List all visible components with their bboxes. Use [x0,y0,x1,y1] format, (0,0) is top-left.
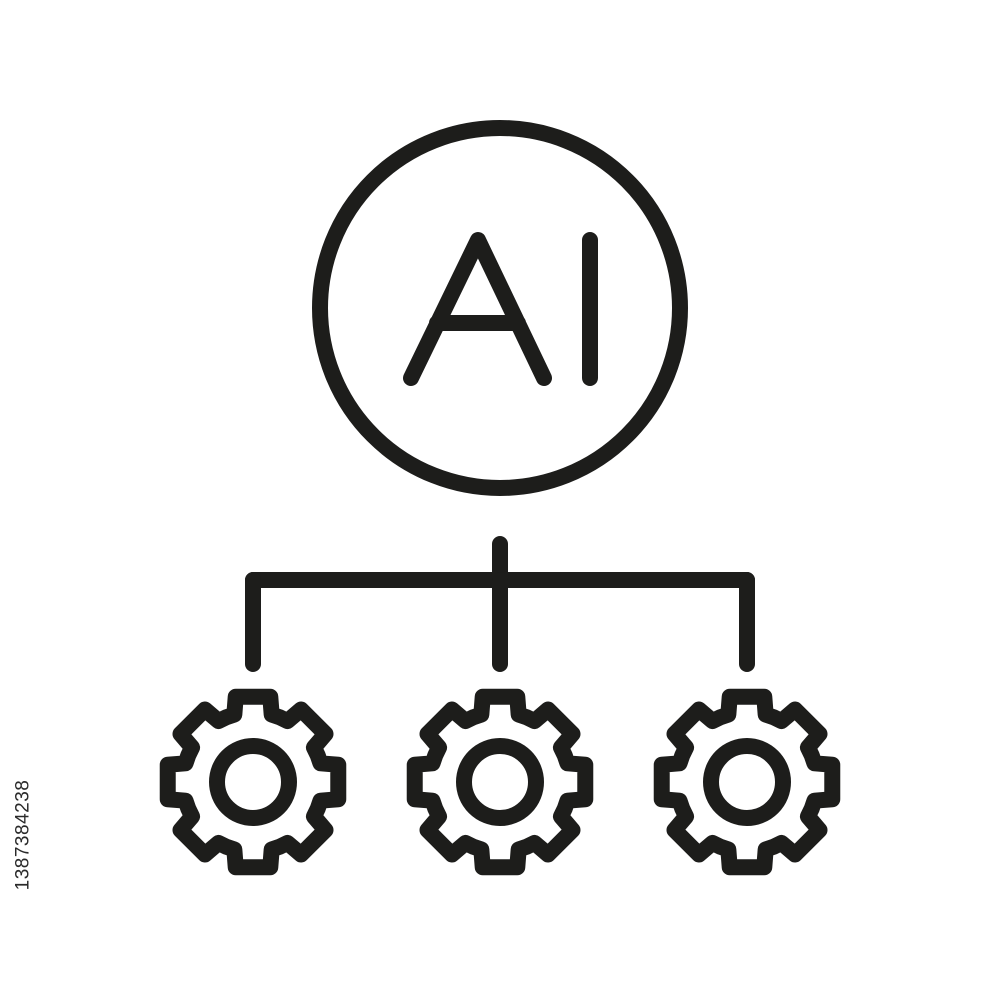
stock-id-text: 1387384238 [12,779,34,891]
gear-outline [406,688,594,876]
gear-hub [703,738,791,826]
gear-outline [653,688,841,876]
gear-hub [456,738,544,826]
ai-circle [312,120,688,496]
gear-icon [406,688,594,876]
ai-lettering [403,232,598,386]
gear-outline [159,688,347,876]
letter-a [403,232,552,386]
connector-lines [245,536,755,672]
stock-id-watermark: 1387384238 [8,750,38,920]
gear-hub [209,738,297,826]
gear-icon [653,688,841,876]
gear-icon [159,688,347,876]
